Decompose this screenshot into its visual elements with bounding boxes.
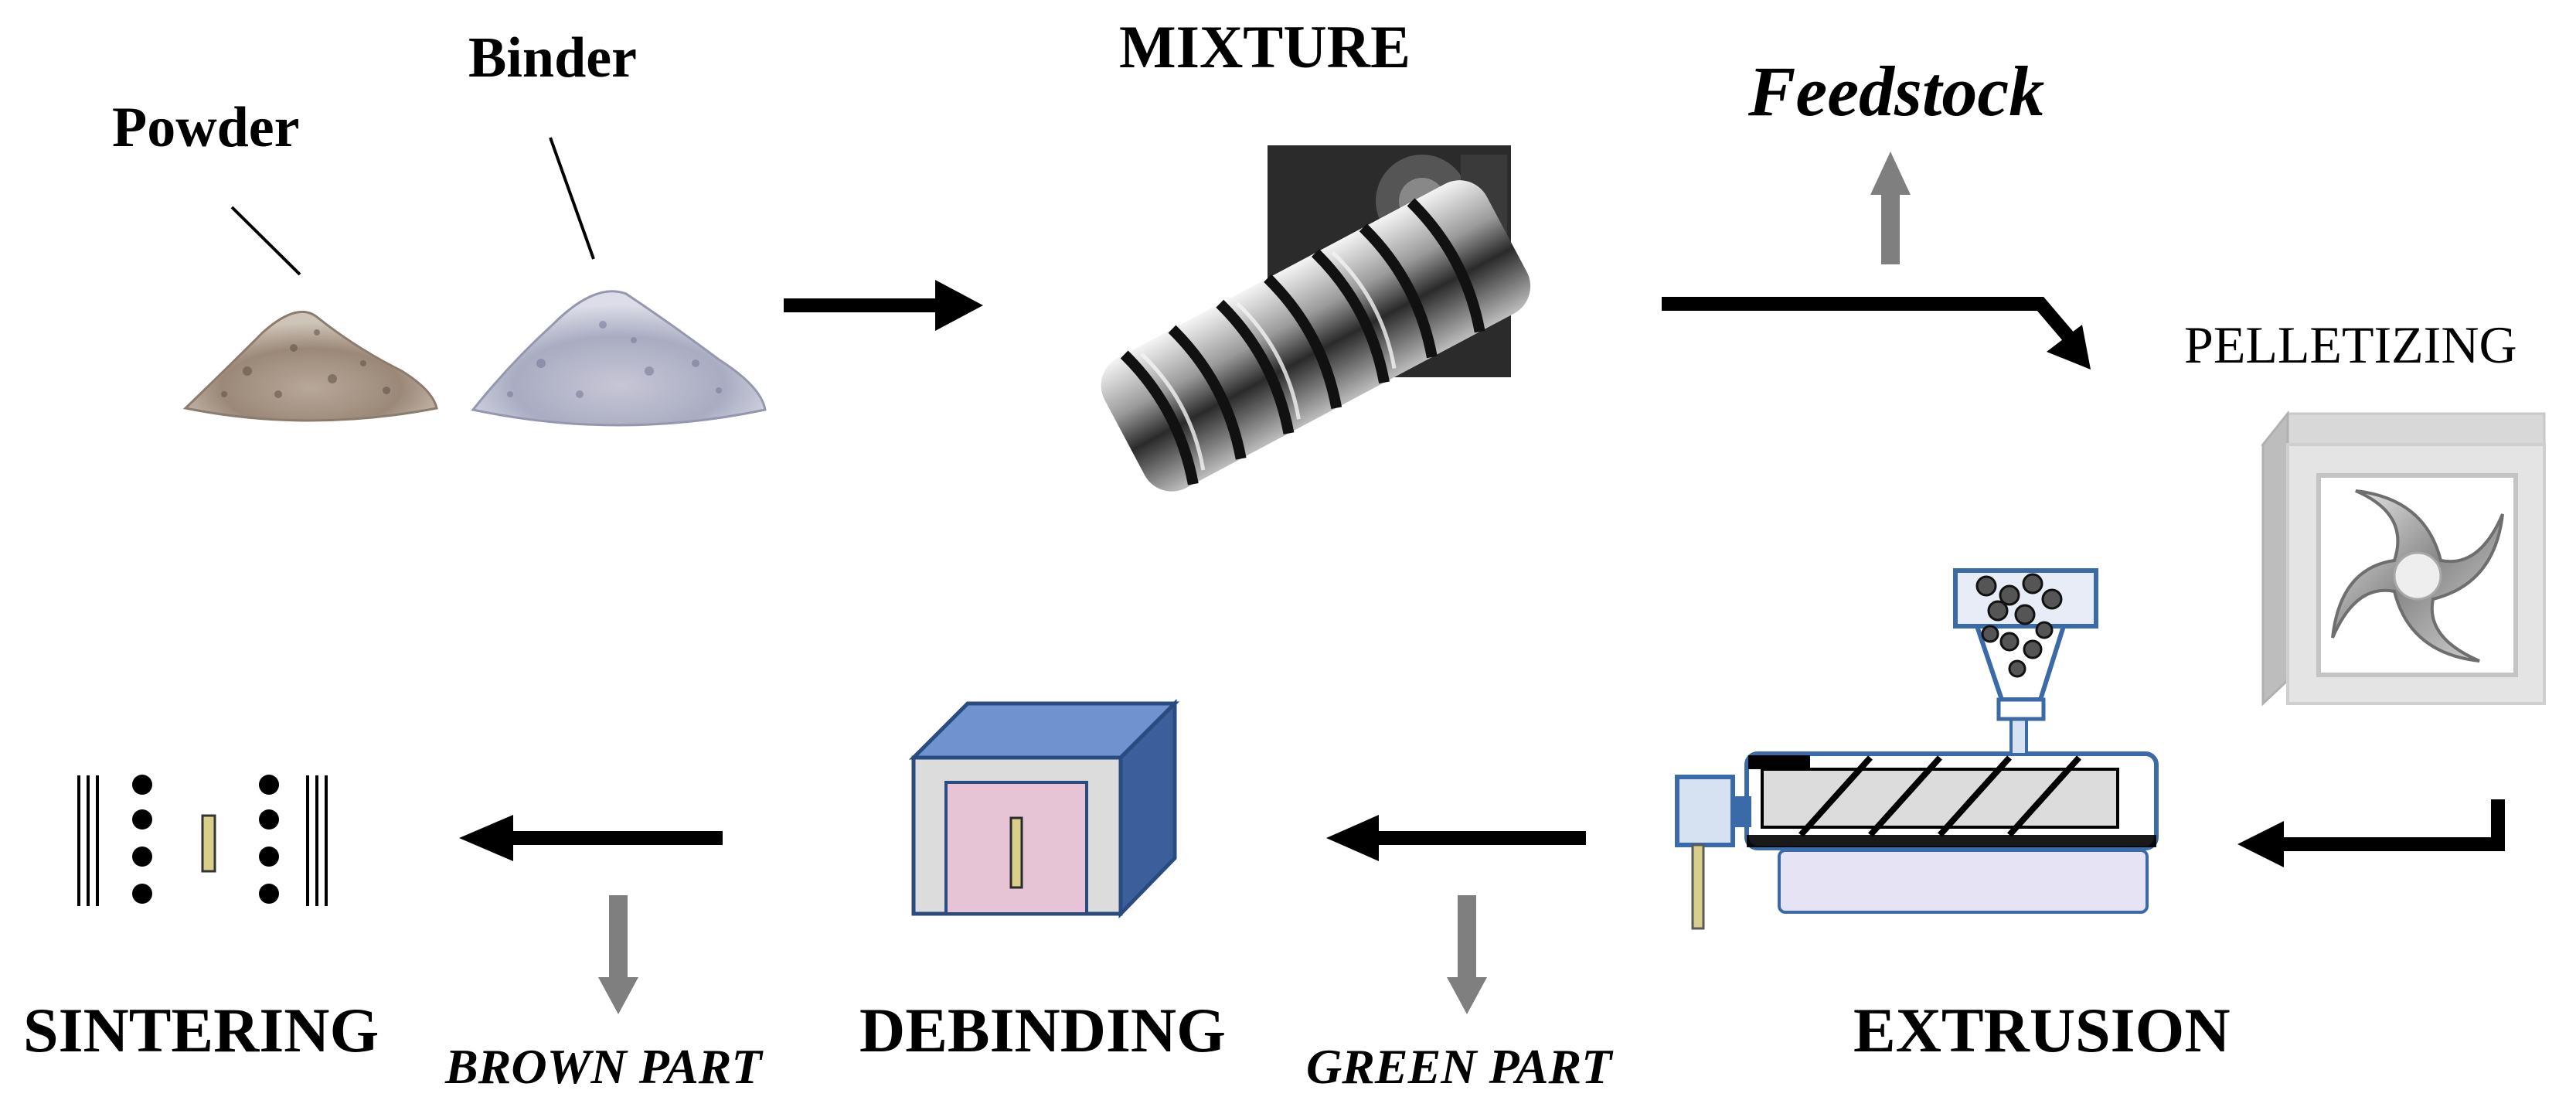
pelletizing-label: PELLETIZING <box>2184 315 2517 374</box>
mixture-label: MIXTURE <box>1119 13 1411 80</box>
arrow-to-pelletizing <box>1662 297 2091 370</box>
extrusion-label: EXTRUSION <box>1853 995 2231 1065</box>
binder-leader-line <box>549 137 595 260</box>
sintering-label: SINTERING <box>23 995 379 1065</box>
brown-part-output-arrow <box>598 895 638 1014</box>
debinding-furnace-icon <box>908 698 1180 919</box>
arrow-to-mixture <box>784 280 983 331</box>
binder-pile-icon <box>471 290 767 427</box>
green-part-label: GREEN PART <box>1306 1039 1612 1094</box>
powder-label: Powder <box>112 96 300 159</box>
screw-extruder-icon <box>1675 568 2159 930</box>
arrow-to-debinding <box>1326 815 1586 861</box>
brown-part-label: BROWN PART <box>445 1039 762 1094</box>
sintering-furnace-icon <box>77 775 328 906</box>
twin-screw-mixer-icon <box>1101 145 1531 492</box>
feedstock-output-arrow <box>1870 152 1911 264</box>
powder-leader-line <box>230 206 301 276</box>
green-part-output-arrow <box>1447 895 1487 1014</box>
binder-label: Binder <box>468 26 637 90</box>
pelletizer-blade-icon <box>2260 410 2546 707</box>
powder-pile-icon <box>182 310 438 422</box>
debinding-label: DEBINDING <box>859 995 1226 1065</box>
arrow-to-extrusion <box>2237 799 2505 867</box>
arrow-to-sintering <box>459 815 723 861</box>
feedstock-label: Feedstock <box>1748 52 2045 131</box>
